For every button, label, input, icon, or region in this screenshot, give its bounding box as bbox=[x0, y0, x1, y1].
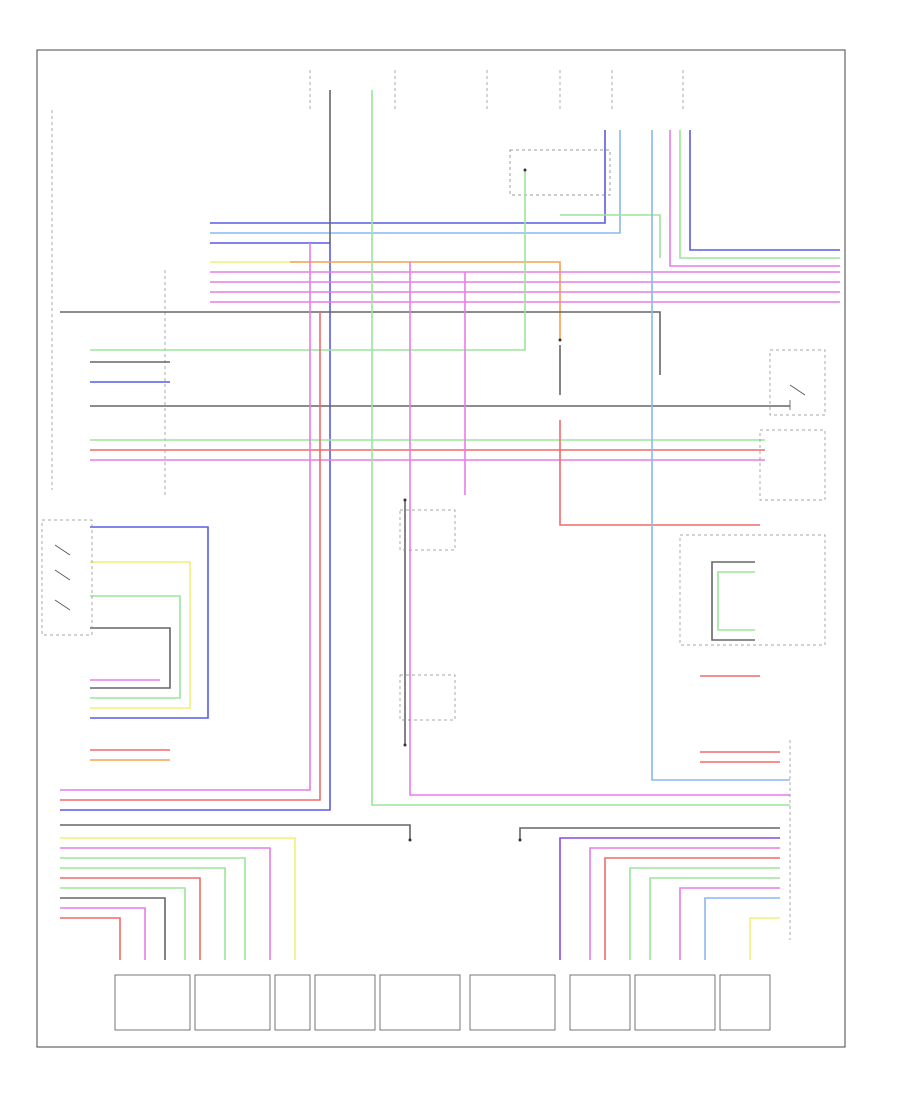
wire-green-right bbox=[679, 130, 840, 259]
center-vertical-wires bbox=[329, 90, 790, 806]
junction-dots bbox=[403, 168, 562, 842]
wire-green-br1 bbox=[629, 867, 780, 960]
diagram-frame bbox=[36, 49, 846, 1048]
wire-pink-br1 bbox=[589, 847, 780, 960]
wire-yellow-b1 bbox=[60, 837, 296, 960]
wire-green-b1 bbox=[60, 857, 246, 960]
wire-green-mid bbox=[90, 170, 526, 351]
wire-black-br bbox=[519, 827, 780, 840]
wire-green-br2 bbox=[649, 877, 780, 960]
left-switch-box bbox=[41, 519, 93, 636]
right-sensor-wires bbox=[711, 561, 755, 641]
left-switch-symbol bbox=[54, 544, 71, 611]
wire-pink-br2 bbox=[679, 887, 780, 960]
wire-blue-1 bbox=[210, 130, 606, 224]
wire-yellow-sensor bbox=[90, 561, 191, 709]
left-sensor-wires bbox=[90, 526, 209, 761]
wire-green-sensor bbox=[90, 595, 181, 699]
wire-red-b3 bbox=[60, 917, 121, 960]
wire-orange-1 bbox=[290, 261, 561, 340]
wire-black-rs bbox=[711, 561, 755, 641]
component-box-5 bbox=[379, 974, 461, 1031]
wire-blue-3 bbox=[60, 242, 331, 811]
bottom-right-harness-wires bbox=[519, 675, 780, 960]
wire-red-br1 bbox=[604, 857, 780, 960]
wire-black-b1 bbox=[60, 824, 411, 840]
wire-red-down bbox=[559, 420, 760, 526]
component-box-3 bbox=[274, 974, 311, 1031]
center-switch-box-2 bbox=[399, 674, 456, 721]
wire-pink-b3 bbox=[60, 907, 146, 960]
relay-switch-symbol bbox=[789, 384, 806, 410]
wire-black-b2 bbox=[60, 897, 166, 960]
component-box-1 bbox=[114, 974, 191, 1031]
component-box-8 bbox=[634, 974, 716, 1031]
wire-green-b2 bbox=[60, 867, 226, 960]
wire-lightblue-br bbox=[704, 897, 780, 960]
wire-blue-2 bbox=[210, 130, 621, 234]
wire-pink-b1 bbox=[60, 243, 311, 791]
wire-black-sensor bbox=[90, 627, 171, 689]
bottom-harness-wires bbox=[60, 243, 411, 960]
wire-red-b2 bbox=[60, 877, 201, 960]
right-wires bbox=[560, 130, 840, 267]
wire-green-b3 bbox=[60, 887, 186, 960]
wire-blue-right bbox=[689, 130, 840, 251]
wire-black-1 bbox=[210, 311, 661, 375]
wire-pink-b2 bbox=[60, 847, 271, 960]
right-sensor-box bbox=[679, 534, 826, 646]
bottom-components bbox=[114, 974, 771, 1031]
top-relay bbox=[509, 149, 611, 196]
wire-pink-right bbox=[669, 130, 840, 267]
wire-green-vertical bbox=[371, 90, 790, 806]
wire-pink-vertical bbox=[409, 262, 790, 796]
wire-red-b1 bbox=[60, 312, 321, 801]
component-box-2 bbox=[194, 974, 271, 1031]
wire-green-rs bbox=[717, 571, 755, 631]
wire-yellow-br bbox=[749, 917, 780, 960]
component-box-9 bbox=[719, 974, 771, 1031]
wire-blue-vertical bbox=[651, 130, 790, 781]
wire-purple-br1 bbox=[559, 837, 780, 960]
component-box-4 bbox=[314, 974, 376, 1031]
right-module-box bbox=[759, 429, 826, 501]
center-switch-box-1 bbox=[399, 509, 456, 551]
top-fuse-group bbox=[309, 70, 684, 110]
component-box-6 bbox=[469, 974, 556, 1031]
wire-green-top bbox=[560, 214, 661, 258]
component-box-7 bbox=[569, 974, 631, 1031]
wire-blue-sensor bbox=[90, 526, 209, 719]
